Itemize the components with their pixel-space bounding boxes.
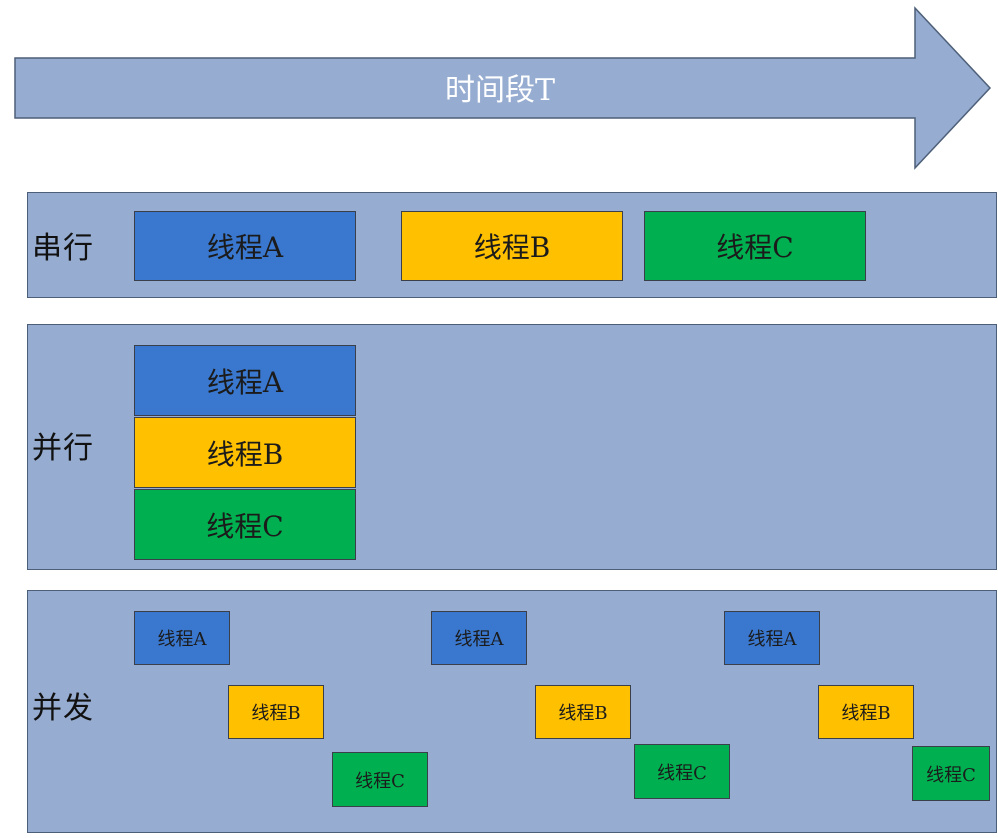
concurrent-panel: 并发 线程A 线程A 线程A 线程B 线程B 线程B 线程C 线程C 线程C — [27, 590, 997, 833]
serial-label: 串行 — [32, 231, 94, 266]
concurrent-thread-b-3: 线程B — [818, 685, 914, 739]
concurrent-thread-b-1: 线程B — [228, 685, 324, 739]
serial-panel: 串行 线程A 线程B 线程C — [27, 192, 997, 298]
concurrent-thread-c-3: 线程C — [912, 746, 990, 801]
concurrent-thread-a-2: 线程A — [431, 611, 527, 665]
parallel-label: 并行 — [32, 431, 94, 466]
parallel-thread-b: 线程B — [134, 417, 356, 488]
parallel-panel: 并行 线程A 线程B 线程C — [27, 324, 997, 570]
parallel-thread-c: 线程C — [134, 489, 356, 560]
serial-thread-a: 线程A — [134, 211, 356, 281]
concurrent-thread-a-3: 线程A — [724, 611, 820, 665]
serial-thread-c: 线程C — [644, 211, 866, 281]
concurrent-label: 并发 — [32, 691, 94, 726]
timeline-arrow-shape — [14, 6, 992, 170]
concurrent-thread-c-1: 线程C — [332, 752, 428, 807]
parallel-thread-a: 线程A — [134, 345, 356, 416]
concurrent-thread-b-2: 线程B — [535, 685, 631, 739]
concurrent-thread-a-1: 线程A — [134, 611, 230, 665]
timeline-arrow: 时间段T — [14, 6, 992, 170]
timeline-label: 时间段T — [445, 73, 555, 108]
serial-thread-b: 线程B — [401, 211, 623, 281]
concurrent-thread-c-2: 线程C — [634, 744, 730, 799]
